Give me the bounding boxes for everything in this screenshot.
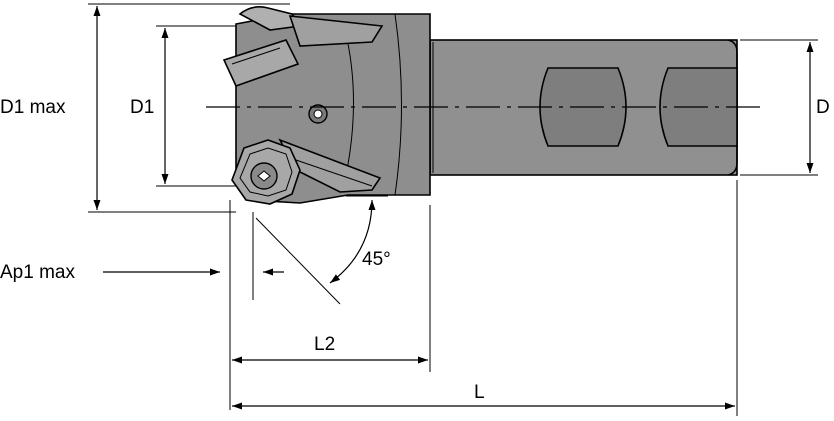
l-label: L: [474, 382, 485, 403]
l2-label: L2: [314, 334, 335, 355]
angle-dimension: 45°: [255, 195, 391, 305]
top-chip-flute: [288, 15, 384, 47]
top-insert: [222, 39, 300, 87]
angle-arc: [329, 199, 376, 284]
cutting-edge-line: [255, 217, 341, 305]
ap1-max-label: Ap1 max: [0, 262, 75, 283]
angle-label: 45°: [362, 249, 391, 270]
head-contour-2: [344, 29, 354, 181]
d-dimension: D: [740, 39, 830, 176]
insert-facet: [239, 147, 293, 197]
torx-socket-icon: [257, 170, 271, 182]
head-contour: [394, 13, 402, 196]
d-label: D: [816, 97, 830, 118]
coolant-hole-bore: [313, 109, 323, 119]
l-dimension: L: [232, 180, 738, 416]
d1-dimension: D1: [130, 25, 236, 187]
d1-max-label: D1 max: [0, 97, 66, 118]
ap1-max-dimension: Ap1 max: [0, 200, 284, 410]
cutting-insert: [231, 139, 301, 205]
d1-label: D1: [130, 97, 154, 118]
l2-dimension: L2: [232, 205, 431, 372]
d1-max-dimension: D1 max: [0, 3, 290, 213]
top-insert-line: [231, 47, 281, 65]
lower-flute-line: [295, 159, 373, 187]
